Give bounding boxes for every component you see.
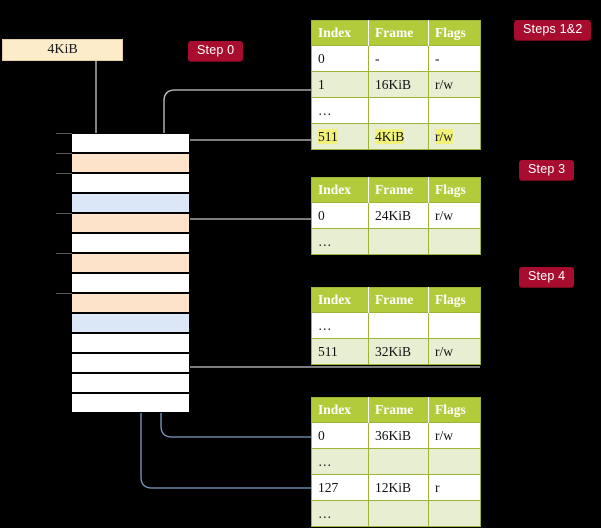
memory-tick [56,153,72,154]
badge-step-0: Step 0 [188,41,244,61]
cell-frame: - [368,45,429,72]
cell-flags: r/w [428,338,481,365]
cell-frame [368,228,429,255]
column-header-index: Index [311,20,369,46]
memory-frame-row [71,393,190,413]
memory-frame-row [71,373,190,393]
table-row: 1 16KiB r/w [311,71,481,98]
page-table-level-4: Index Frame Flags 0 - - 1 16KiB r/w … [311,20,481,150]
cell-frame-text: 4KiB [375,128,405,144]
cell-flags: r/w [428,71,481,98]
cell-flags [428,500,481,527]
cell-index: … [311,448,369,475]
cell-index: 1 [311,71,369,98]
cell-flags-text: r/w [435,128,453,144]
frame-label-4kib: 4KiB [2,39,123,61]
cell-flags [428,448,481,475]
column-header-index: Index [311,177,369,203]
column-header-frame: Frame [368,397,429,423]
table-row: … [311,448,481,475]
cell-flags [428,228,481,255]
cell-frame [368,500,429,527]
memory-frame-row [71,273,190,293]
cell-frame: 12KiB [368,474,429,501]
cell-index: 0 [311,422,369,449]
column-header-flags: Flags [428,397,481,423]
column-header-flags: Flags [428,177,481,203]
table-header-row: Index Frame Flags [311,20,481,46]
column-header-frame: Frame [368,20,429,46]
table-row: 127 12KiB r [311,474,481,501]
cell-index: 127 [311,474,369,501]
cell-frame: 36KiB [368,422,429,449]
table-row: … [311,97,481,124]
cell-index: 511 [311,338,369,365]
memory-frame-row [71,333,190,353]
page-table-level-3: Index Frame Flags 0 24KiB r/w … [311,177,481,255]
table-row: 511 32KiB r/w [311,338,481,365]
table-row: 0 24KiB r/w [311,202,481,229]
table-row: … [311,500,481,527]
memory-frame-row [71,193,190,213]
column-header-index: Index [311,397,369,423]
cell-index: 0 [311,202,369,229]
column-header-frame: Frame [368,287,429,313]
badge-step-4: Step 4 [519,267,575,287]
memory-tick [56,133,72,134]
memory-tick [56,213,72,214]
page-table-level-2: Index Frame Flags … 511 32KiB r/w [311,287,481,365]
cell-flags [428,312,481,339]
cell-frame [368,448,429,475]
cell-flags: r [428,474,481,501]
memory-tick [56,253,72,254]
memory-frame-row [71,153,190,173]
table-row: 0 - - [311,45,481,72]
cell-frame: 32KiB [368,338,429,365]
cell-index: … [311,500,369,527]
cell-frame: 24KiB [368,202,429,229]
badge-steps-1-2: Steps 1&2 [514,20,592,40]
cell-flags: - [428,45,481,72]
memory-frame-row [71,133,190,153]
memory-frame-row [71,353,190,373]
memory-tick [56,293,72,294]
cell-frame: 4KiB [368,123,429,150]
cell-frame: 16KiB [368,71,429,98]
memory-tick [56,173,72,174]
column-header-flags: Flags [428,20,481,46]
cell-index: … [311,97,369,124]
column-header-flags: Flags [428,287,481,313]
table-header-row: Index Frame Flags [311,397,481,423]
table-row: … [311,228,481,255]
memory-frame-row [71,233,190,253]
cell-frame [368,312,429,339]
column-header-frame: Frame [368,177,429,203]
memory-frame-row [71,173,190,193]
memory-frame-row [71,293,190,313]
memory-frame-row [71,213,190,233]
page-table-level-1: Index Frame Flags 0 36KiB r/w … 127 12Ki… [311,397,481,527]
cell-index: … [311,228,369,255]
cell-index: 0 [311,45,369,72]
table-row-highlighted: 511 4KiB r/w [311,123,481,150]
cell-flags: r/w [428,202,481,229]
cell-frame [368,97,429,124]
table-row: 0 36KiB r/w [311,422,481,449]
cell-flags [428,97,481,124]
memory-frame-row [71,313,190,333]
table-header-row: Index Frame Flags [311,287,481,313]
cell-index: 511 [311,123,369,150]
badge-step-3: Step 3 [519,160,575,180]
column-header-index: Index [311,287,369,313]
cell-flags: r/w [428,123,481,150]
table-row: … [311,312,481,339]
memory-frame-row [71,253,190,273]
table-header-row: Index Frame Flags [311,177,481,203]
cell-flags: r/w [428,422,481,449]
cell-index: … [311,312,369,339]
cell-index-text: 511 [318,128,338,144]
